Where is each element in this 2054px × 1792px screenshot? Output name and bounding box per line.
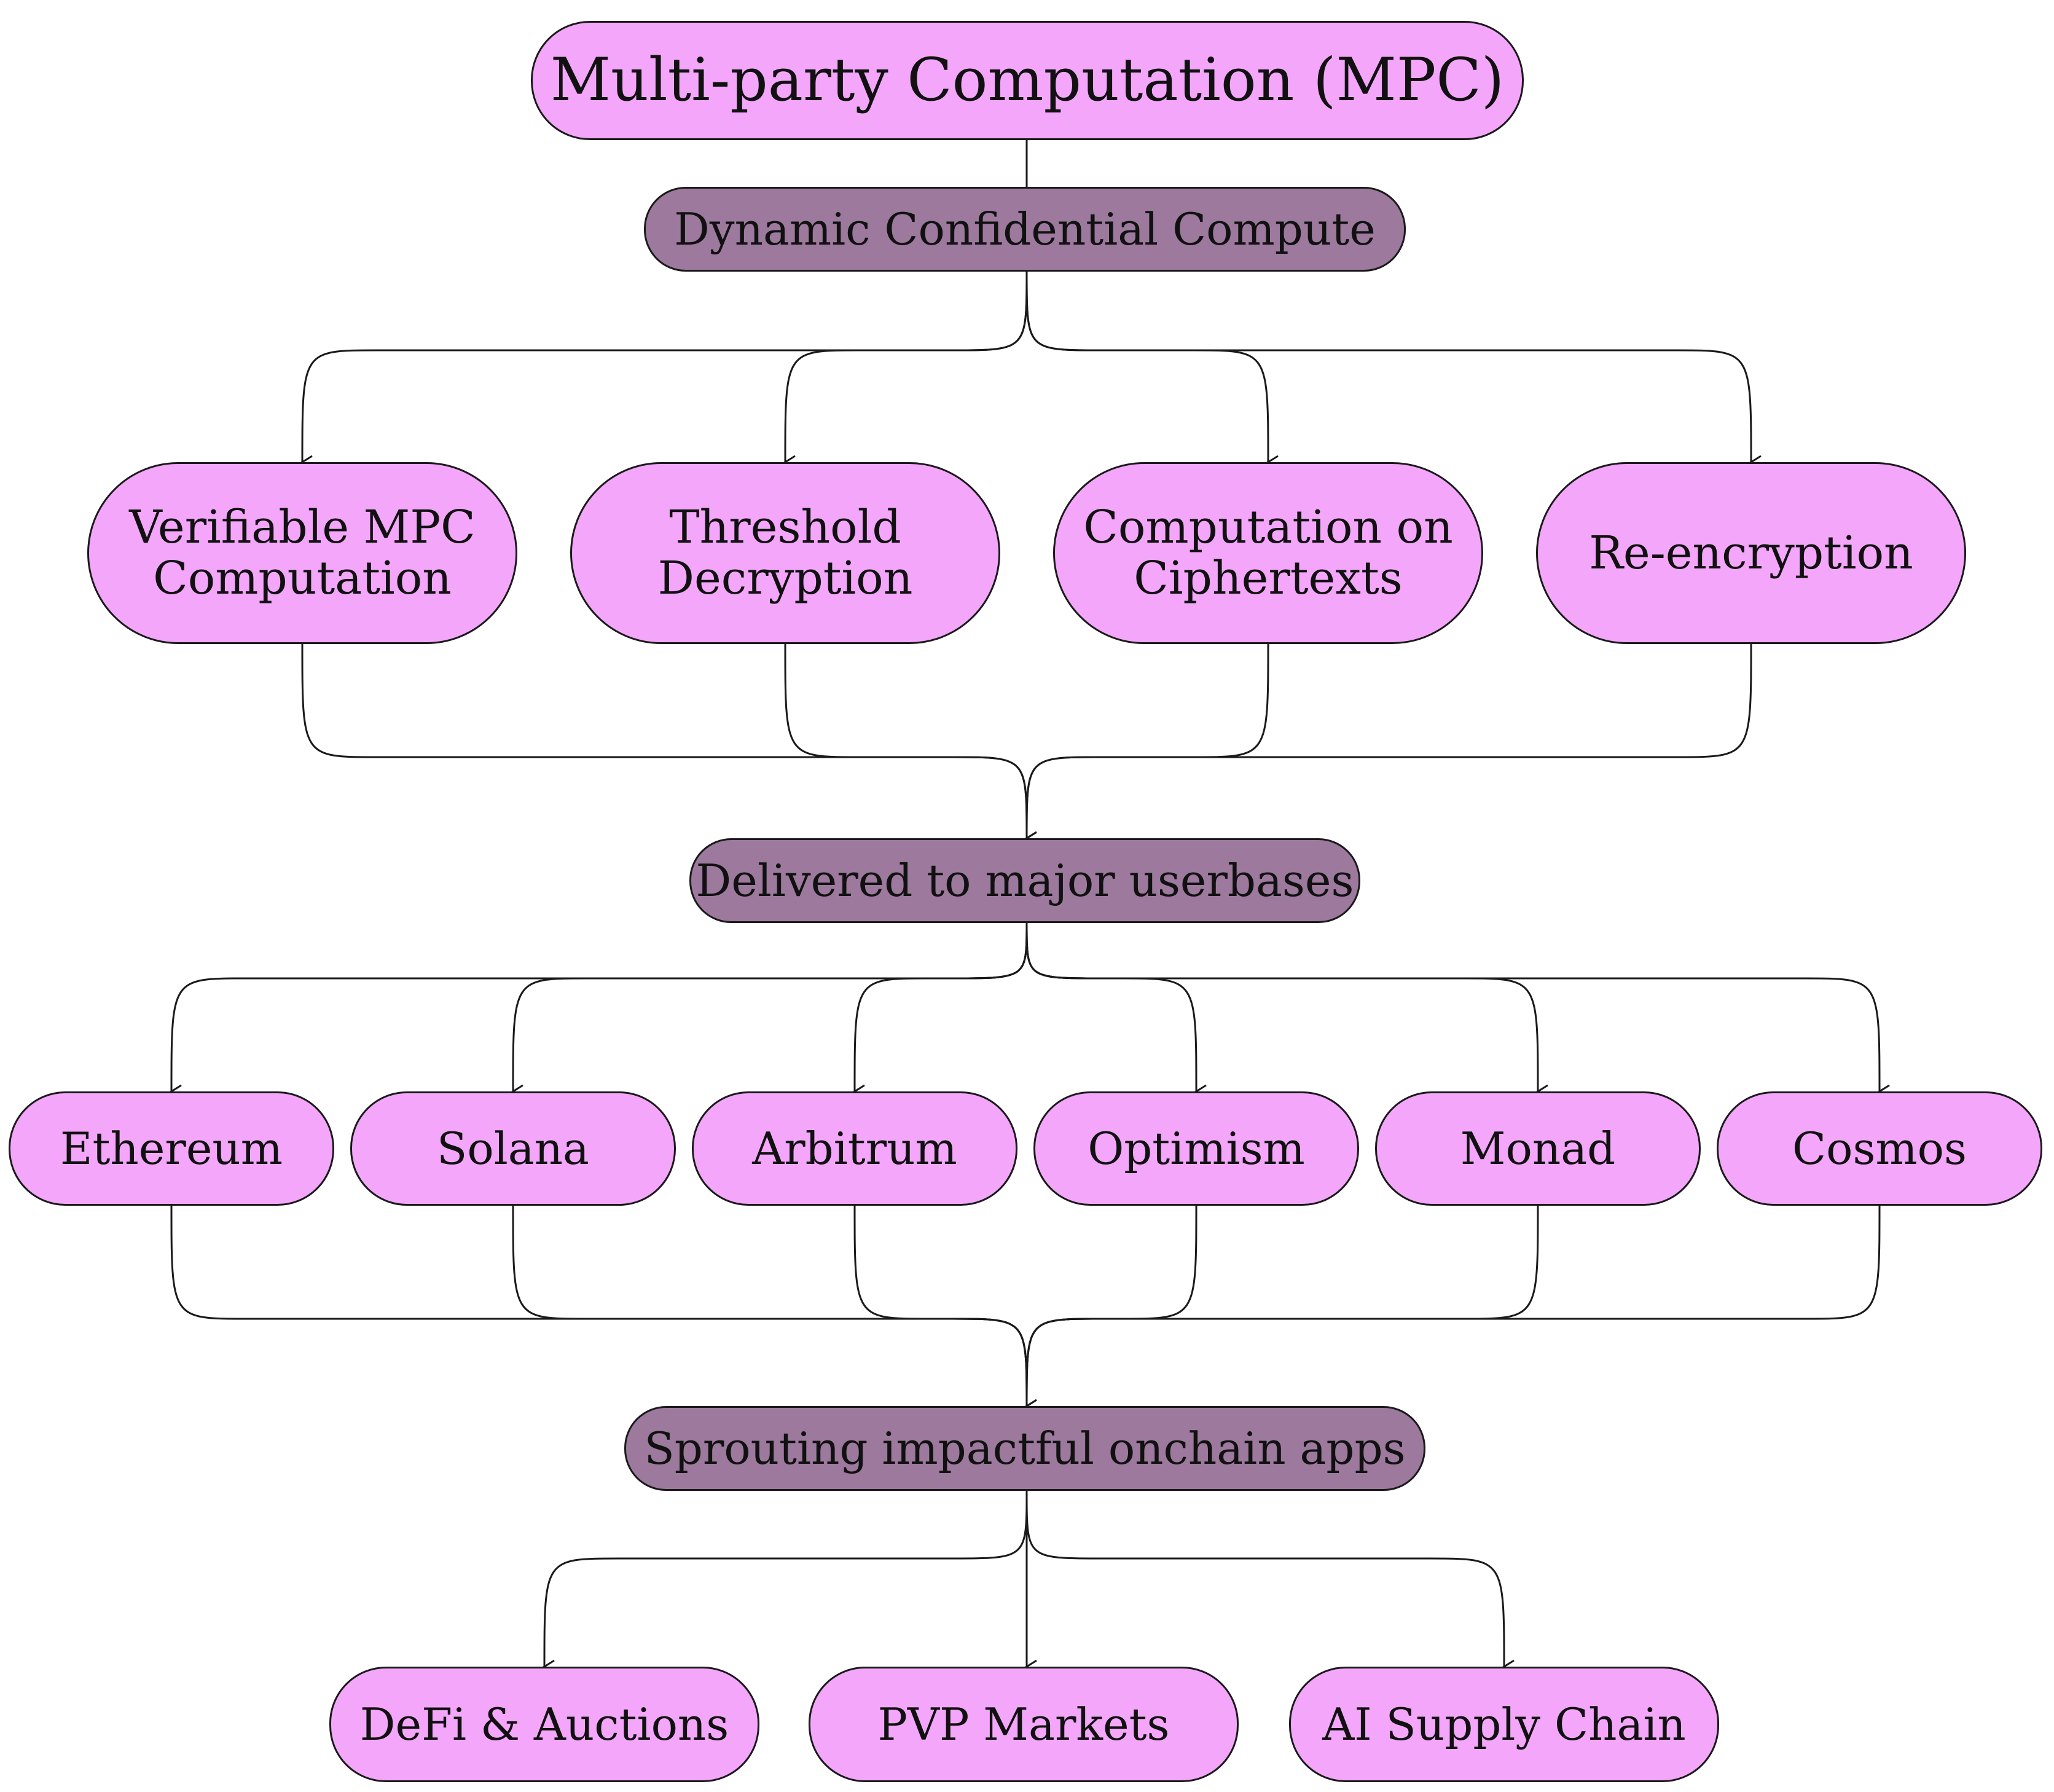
chain-label: Arbitrum — [752, 1122, 957, 1174]
chain-optimism: Optimism — [1033, 1091, 1359, 1206]
app-label: DeFi & Auctions — [359, 1698, 729, 1750]
connector-merge-chain-4 — [1025, 1205, 1539, 1407]
connector-fanout-chain-2 — [853, 922, 1028, 1099]
connector-merge-capability-0 — [301, 643, 1028, 839]
connector-merge-chain-0 — [170, 1205, 1028, 1407]
capability-label-line2: Ciphertexts — [1134, 552, 1403, 605]
capability-label-line1: Verifiable MPC — [129, 501, 476, 554]
capability-label-line2: Decryption — [657, 552, 913, 605]
connector-fanout-chain-1 — [511, 922, 1028, 1099]
section-label: Dynamic Confidential Compute — [674, 203, 1376, 255]
app-label: AI Supply Chain — [1322, 1698, 1686, 1750]
chain-arbitrum: Arbitrum — [692, 1091, 1017, 1206]
chain-monad: Monad — [1375, 1091, 1701, 1206]
connector-merge-capability-2 — [1025, 643, 1269, 846]
capability-label-line1: Computation on — [1083, 501, 1453, 554]
chain-solana: Solana — [350, 1091, 676, 1206]
connector-merge-chain-5 — [1025, 1205, 1881, 1407]
connector-fanout-chain-3 — [1025, 922, 1207, 1099]
connector-fanout-app-0 — [543, 1490, 1028, 1674]
connector-fanout-app-2 — [1025, 1490, 1515, 1674]
chain-label: Ethereum — [60, 1122, 283, 1174]
connector-merge-chain-3 — [1025, 1205, 1198, 1413]
section-delivered-to-major-userbases: Delivered to major userbases — [689, 838, 1360, 923]
connector-fanout-capability-0 — [300, 271, 1028, 470]
app-defi-auctions: DeFi & Auctions — [329, 1667, 759, 1782]
capability-re-encryption: Re-encryption — [1536, 462, 1966, 644]
chain-label: Solana — [437, 1122, 589, 1174]
chain-label: Cosmos — [1792, 1122, 1967, 1174]
connector-merge-chain-2 — [853, 1205, 1037, 1413]
section-label: Delivered to major userbases — [696, 854, 1354, 906]
chain-label: Optimism — [1088, 1122, 1305, 1174]
root-node-label: Multi-party Computation (MPC) — [550, 45, 1505, 115]
capability-threshold-decryption: Threshold Decryption — [570, 462, 1000, 644]
connector-fanout-chain-4 — [1025, 922, 1548, 1099]
connector-fanout-capability-1 — [783, 271, 1028, 470]
app-label: PVP Markets — [877, 1698, 1170, 1750]
section-dynamic-confidential-compute: Dynamic Confidential Compute — [644, 187, 1406, 272]
app-ai-supply-chain: AI Supply Chain — [1289, 1667, 1719, 1782]
connector-fanout-capability-3 — [1025, 271, 1762, 470]
chain-label: Monad — [1460, 1122, 1616, 1174]
connector-merge-capability-3 — [1025, 643, 1752, 839]
capability-verifiable-mpc-computation: Verifiable MPC Computation — [87, 462, 517, 644]
connector-merge-chain-1 — [512, 1205, 1028, 1407]
connector-merge-capability-1 — [784, 643, 1037, 846]
section-sprouting-impactful-onchain-apps: Sprouting impactful onchain apps — [624, 1406, 1425, 1491]
connector-fanout-capability-2 — [1025, 271, 1279, 470]
root-node-mpc: Multi-party Computation (MPC) — [531, 21, 1524, 140]
app-pvp-markets: PVP Markets — [809, 1667, 1239, 1782]
section-label: Sprouting impactful onchain apps — [644, 1422, 1406, 1474]
connector-fanout-chain-0 — [170, 922, 1028, 1099]
chain-ethereum: Ethereum — [9, 1091, 334, 1206]
capability-label-line2: Computation — [153, 552, 452, 605]
capability-label-line1: Re-encryption — [1589, 526, 1913, 580]
chain-cosmos: Cosmos — [1717, 1091, 2042, 1206]
capability-label-line1: Threshold — [669, 501, 901, 554]
capability-computation-on-ciphertexts: Computation on Ciphertexts — [1053, 462, 1483, 644]
connector-fanout-chain-5 — [1025, 922, 1890, 1099]
